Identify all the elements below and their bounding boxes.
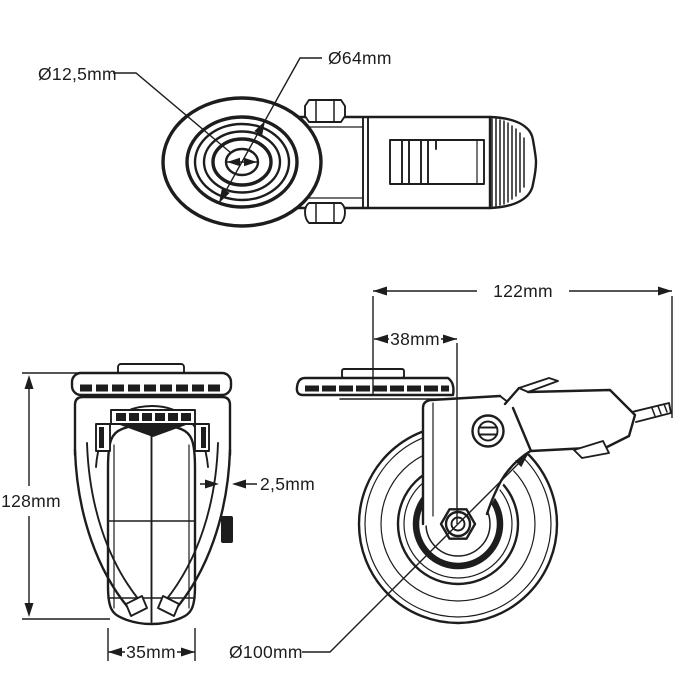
arrowhead: [181, 647, 195, 657]
side-view-kingpin-screw: [471, 414, 505, 448]
side-view: [295, 368, 672, 625]
front-view-fork-arms: [73, 442, 232, 617]
top-view-joint: [362, 116, 369, 209]
front-view: [70, 363, 233, 626]
arrowhead: [254, 121, 265, 136]
top-view-bolt-top: [304, 99, 346, 123]
leader-hole-diameter: [113, 72, 232, 154]
side-view-brake-pedal: [503, 377, 672, 459]
side-view-pedal-tab: [518, 377, 559, 393]
arrowhead: [205, 479, 219, 489]
dim-offset-label: 38mm: [390, 329, 440, 349]
side-view-top-plate: [295, 368, 455, 400]
dim-height-label: 128mm: [1, 491, 61, 511]
side-view-housing: [423, 396, 532, 526]
dim-width-label: 35mm: [126, 642, 176, 662]
ext-lines-length: [372, 296, 673, 418]
arrowhead: [443, 334, 457, 344]
top-view-tread-cap: [488, 115, 538, 210]
leader-plate-diameter: [218, 57, 322, 204]
arrowhead: [658, 286, 672, 296]
dim-plate-diameter-label: Ø64mm: [328, 48, 392, 68]
arrowhead: [24, 603, 34, 617]
side-view-dimensions: 122mm 38mm Ø100mm: [229, 281, 673, 662]
ext-lines-height: [22, 372, 116, 620]
leader-wheel-diameter: [302, 453, 529, 653]
arrowhead: [24, 375, 34, 389]
front-view-top-plate: [70, 371, 233, 397]
dim-tread-label: 2,5mm: [260, 474, 315, 494]
front-view-brake-tab: [221, 516, 233, 543]
top-view-dimensions: Ø12,5mm Ø64mm: [38, 48, 392, 204]
side-view-brake-lever: [631, 402, 672, 423]
ext-lines-width: [107, 628, 196, 661]
arrowhead: [373, 286, 387, 296]
top-view-pedal: [389, 139, 485, 185]
top-view-tread-hatch: [491, 118, 525, 207]
arrowhead: [374, 334, 388, 344]
arrowhead: [232, 479, 246, 489]
front-view-dimensions: 128mm 2,5mm 35mm: [1, 372, 315, 662]
top-view: [161, 96, 538, 228]
arrowhead: [108, 647, 122, 657]
dim-hole-diameter-label: Ø12,5mm: [38, 64, 117, 84]
front-view-body: [73, 395, 232, 457]
top-view-bolt-bottom: [304, 202, 346, 224]
dim-wheel-diameter-label: Ø100mm: [229, 642, 303, 662]
arrowhead: [514, 454, 528, 468]
arrowhead: [219, 188, 230, 203]
dim-length-label: 122mm: [493, 281, 553, 301]
